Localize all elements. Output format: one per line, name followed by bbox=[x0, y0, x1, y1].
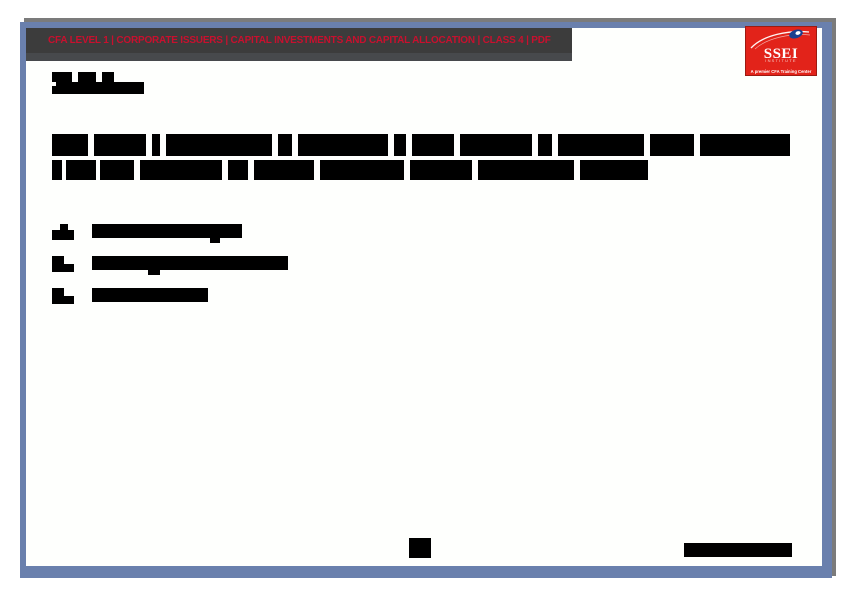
list-text-redaction bbox=[92, 256, 288, 270]
section-label-redaction bbox=[52, 86, 58, 94]
list-marker-redaction bbox=[52, 256, 64, 264]
title-redaction bbox=[460, 134, 532, 156]
footer-credit-redaction bbox=[684, 543, 792, 557]
list-marker-redaction bbox=[60, 224, 68, 230]
title-redaction bbox=[52, 134, 88, 156]
title-redaction bbox=[100, 160, 134, 180]
title-redaction bbox=[580, 160, 648, 180]
list-marker-redaction bbox=[52, 288, 64, 296]
list-text-redaction bbox=[92, 288, 208, 302]
title-redaction bbox=[412, 134, 454, 156]
ssei-logo-subtitle: INSTITUTE bbox=[765, 58, 797, 63]
list-marker-redaction bbox=[52, 264, 74, 272]
ssei-logo-wordmark: SSEI bbox=[763, 46, 799, 62]
ssei-logo-tagline: A premier CFA Training Center bbox=[750, 69, 812, 74]
title-redaction bbox=[700, 134, 790, 156]
title-redaction bbox=[394, 134, 406, 156]
title-redaction bbox=[94, 134, 146, 156]
list-marker-redaction bbox=[52, 230, 74, 240]
title-redaction bbox=[278, 134, 292, 156]
title-redaction bbox=[228, 160, 248, 180]
section-label-redaction bbox=[78, 72, 96, 82]
title-redaction bbox=[538, 134, 552, 156]
title-redaction bbox=[410, 160, 472, 180]
list-text-redaction bbox=[148, 270, 160, 275]
ssei-logo[interactable]: SSEI INSTITUTE A premier CFA Training Ce… bbox=[745, 26, 817, 76]
title-redaction bbox=[298, 134, 388, 156]
title-redaction bbox=[52, 160, 62, 180]
breadcrumb-band-shadow bbox=[26, 53, 572, 61]
list-text-redaction bbox=[92, 224, 242, 238]
title-redaction bbox=[254, 160, 314, 180]
section-label-redaction bbox=[56, 82, 144, 94]
title-redaction bbox=[152, 134, 160, 156]
list-text-redaction bbox=[210, 238, 220, 243]
title-redaction bbox=[478, 160, 574, 180]
page-number-redaction bbox=[409, 538, 431, 558]
comet-swoosh-icon bbox=[750, 29, 811, 50]
list-marker-redaction bbox=[52, 296, 74, 304]
section-label-redaction bbox=[102, 72, 114, 82]
title-redaction bbox=[66, 160, 96, 180]
title-redaction bbox=[140, 160, 222, 180]
breadcrumb[interactable]: CFA LEVEL 1 | CORPORATE ISSUERS | CAPITA… bbox=[48, 35, 551, 46]
title-redaction bbox=[650, 134, 694, 156]
title-redaction bbox=[320, 160, 404, 180]
title-redaction bbox=[558, 134, 644, 156]
section-label-redaction bbox=[52, 72, 72, 82]
title-redaction bbox=[166, 134, 272, 156]
